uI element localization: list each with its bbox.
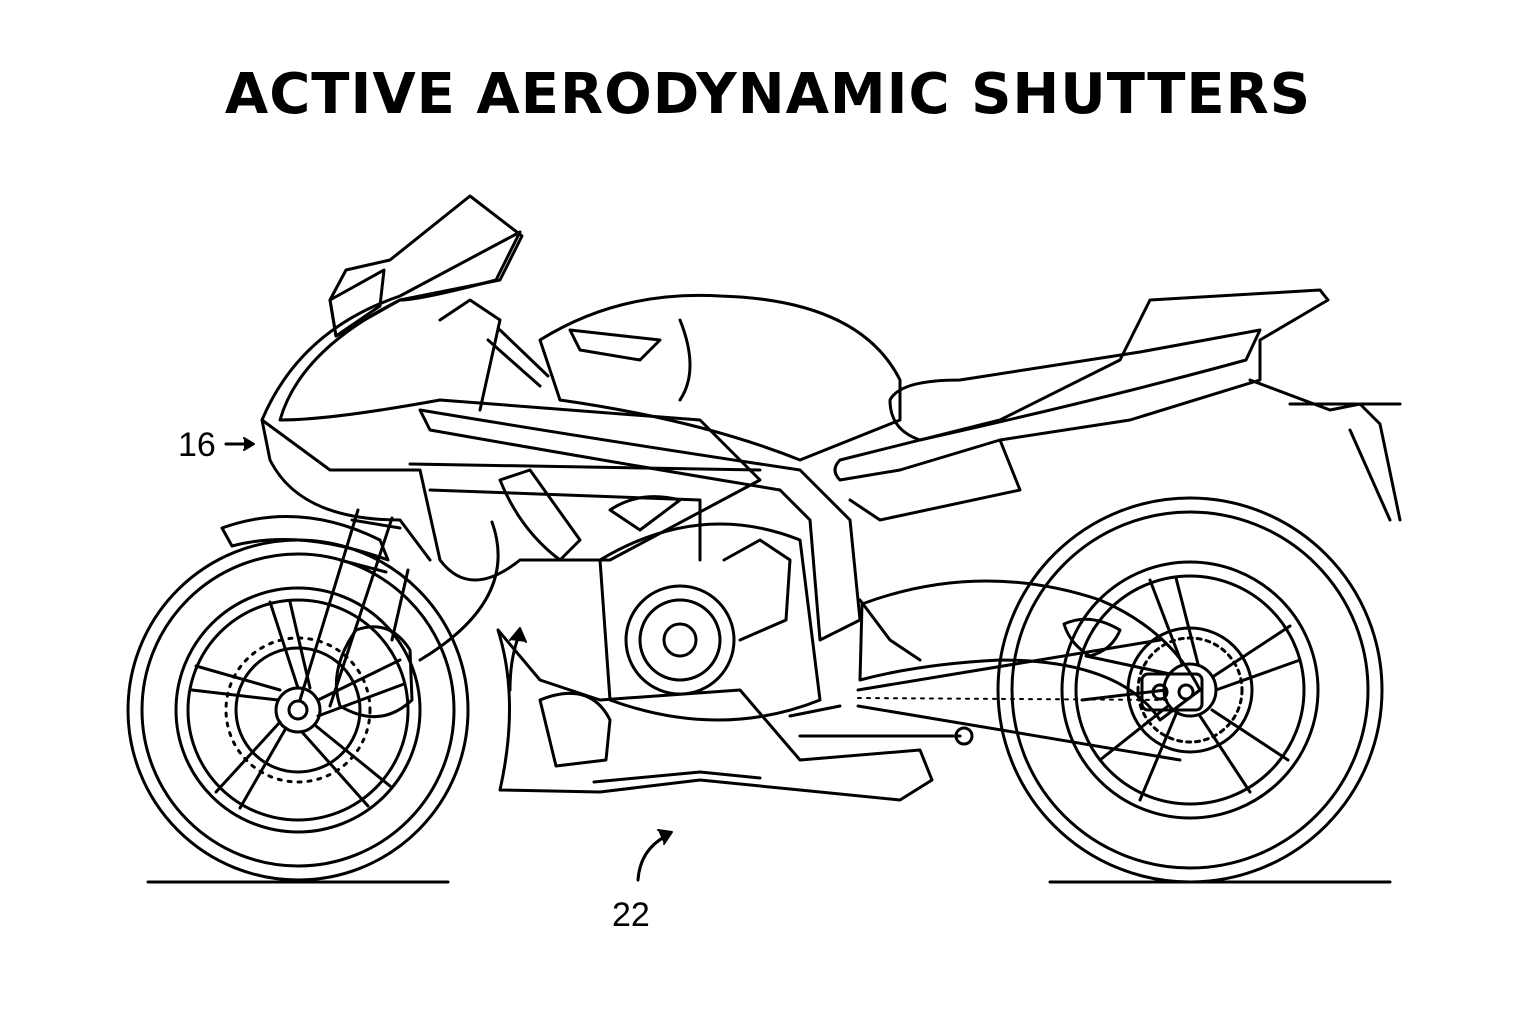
chain-drive <box>856 636 1244 762</box>
front-forks <box>298 508 410 708</box>
diagram-title: ACTIVE AERODYNAMIC SHUTTERS <box>224 62 1312 127</box>
belly-pan-shutter <box>496 628 934 802</box>
windscreen <box>328 194 524 338</box>
brake-caliper <box>334 625 414 719</box>
tail-section <box>833 288 1402 522</box>
fuel-tank <box>538 293 902 462</box>
seat <box>888 328 1262 442</box>
shutter-flow-arrow-2 <box>508 636 520 692</box>
handlebar <box>438 298 550 412</box>
front-wheel <box>126 538 470 882</box>
shutter-flow-arrow <box>418 520 500 662</box>
front-fender <box>220 515 390 562</box>
callout-22: 22 <box>612 829 673 934</box>
engine <box>598 522 822 722</box>
rear-wheel <box>996 496 1384 884</box>
callout-16-label: 16 <box>178 426 216 464</box>
main-fairing <box>260 230 762 582</box>
callout-16: 16 <box>178 426 255 464</box>
frame <box>418 408 862 642</box>
swingarm <box>858 579 1202 722</box>
footpeg-kickstand <box>788 598 974 746</box>
callout-22-label: 22 <box>612 896 650 934</box>
